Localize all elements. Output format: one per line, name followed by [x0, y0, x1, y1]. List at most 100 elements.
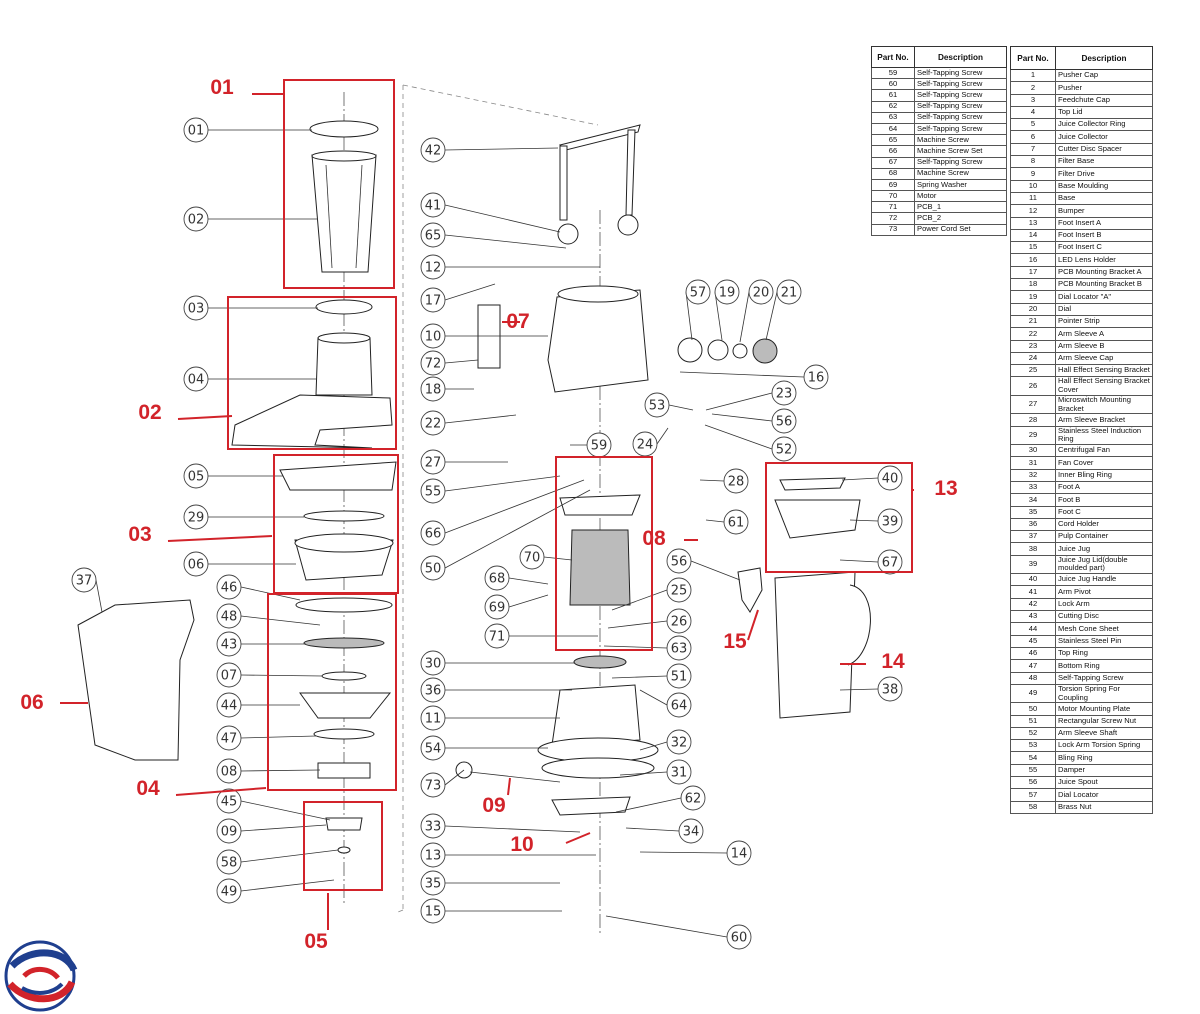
part-number-cell: 36 — [1010, 517, 1056, 532]
callout-number: 32 — [671, 736, 688, 751]
callout-leader-45 — [240, 800, 331, 821]
callout-37: 37 — [71, 567, 97, 593]
callout-number: 20 — [753, 286, 770, 301]
callout-11: 11 — [420, 705, 446, 731]
description-cell: Machine Screw — [914, 134, 1007, 147]
callout-21: 21 — [776, 279, 802, 305]
callout-number: 36 — [425, 684, 442, 699]
callout-number: 71 — [489, 630, 506, 645]
part-number-cell: 33 — [1010, 480, 1056, 495]
callout-36: 36 — [420, 677, 446, 703]
description-cell: Arm Sleeve Cap — [1055, 351, 1153, 366]
callout-number: 41 — [425, 199, 442, 214]
callout-42: 42 — [420, 137, 446, 163]
description-cell: Arm Sleeve Bracket — [1055, 413, 1153, 427]
callout-number: 14 — [731, 847, 748, 862]
callout-leader-08 — [240, 769, 321, 772]
description-cell: Self-Tapping Screw — [1055, 671, 1153, 685]
callout-66: 66 — [420, 520, 446, 546]
group-label-02: 02 — [138, 401, 161, 424]
callout-number: 46 — [221, 581, 238, 596]
description-cell: PCB Mounting Bracket A — [1055, 265, 1153, 280]
callout-number: 69 — [489, 601, 506, 616]
callout-40: 40 — [877, 465, 903, 491]
callout-12: 12 — [420, 254, 446, 280]
group-label-line — [747, 609, 759, 641]
description-cell: Foot Insert B — [1055, 228, 1153, 243]
callout-number: 31 — [671, 766, 688, 781]
callout-27: 27 — [420, 449, 446, 475]
callout-leader-49 — [240, 879, 335, 892]
part-number-cell: 34 — [1010, 493, 1056, 507]
part-number-cell: 68 — [871, 167, 915, 180]
part-number-cell: 16 — [1010, 253, 1056, 267]
callout-number: 56 — [776, 415, 793, 430]
callout-50: 50 — [420, 555, 446, 581]
callout-leader-47 — [240, 735, 317, 739]
description-cell: Inner Bling Ring — [1055, 468, 1153, 482]
part-number-cell: 19 — [1010, 290, 1056, 304]
callout-leader-23 — [705, 392, 773, 411]
callout-64: 64 — [666, 692, 692, 718]
part-number-cell: 24 — [1010, 351, 1056, 366]
callout-leader-61 — [705, 519, 725, 523]
callout-30: 30 — [420, 650, 446, 676]
description-cell: Juice Jug Handle — [1055, 573, 1153, 587]
part-number-cell: 52 — [1010, 726, 1056, 741]
description-cell: Juice Jug — [1055, 542, 1153, 556]
part-number-cell: 62 — [871, 100, 915, 113]
callout-number: 19 — [719, 286, 736, 301]
description-cell: Base — [1055, 191, 1153, 206]
callout-number: 22 — [425, 417, 442, 432]
part-number-cell: 39 — [1010, 554, 1056, 575]
part-number-cell: 30 — [1010, 444, 1056, 458]
part-number-cell: 14 — [1010, 228, 1056, 243]
description-cell: Fan Cover — [1055, 456, 1153, 470]
callout-number: 24 — [637, 438, 654, 453]
description-cell: Bumper — [1055, 204, 1153, 218]
callout-number: 56 — [671, 555, 688, 570]
callout-14: 14 — [726, 840, 752, 866]
callout-leader-65 — [444, 234, 567, 249]
callout-08: 08 — [216, 758, 242, 784]
part-number-cell: 50 — [1010, 702, 1056, 716]
callout-15: 15 — [420, 898, 446, 924]
part-number-cell: 45 — [1010, 634, 1056, 648]
part-number-cell: 9 — [1010, 167, 1056, 181]
description-cell: Foot A — [1055, 480, 1153, 495]
description-cell: Arm Sleeve Shaft — [1055, 726, 1153, 741]
callout-leader-69 — [508, 594, 549, 608]
description-cell: Dial Locator — [1055, 788, 1153, 802]
part-number-cell: 57 — [1010, 788, 1056, 802]
part-number-cell: 65 — [871, 134, 915, 147]
part-number-cell: 18 — [1010, 278, 1056, 292]
callout-leader-32 — [639, 741, 668, 751]
callout-34: 34 — [678, 818, 704, 844]
callout-number: 65 — [425, 229, 442, 244]
group-label-13: 13 — [934, 477, 957, 500]
part-number-cell: 67 — [871, 156, 915, 169]
description-cell: Juice Collector — [1055, 130, 1153, 144]
callout-13: 13 — [420, 842, 446, 868]
callout-leader-52 — [704, 424, 773, 450]
part-number-cell: 23 — [1010, 339, 1056, 353]
callout-number: 02 — [188, 213, 205, 228]
callout-number: 47 — [221, 732, 238, 747]
part-number-cell: 35 — [1010, 505, 1056, 519]
description-cell: Base Moulding — [1055, 179, 1153, 193]
